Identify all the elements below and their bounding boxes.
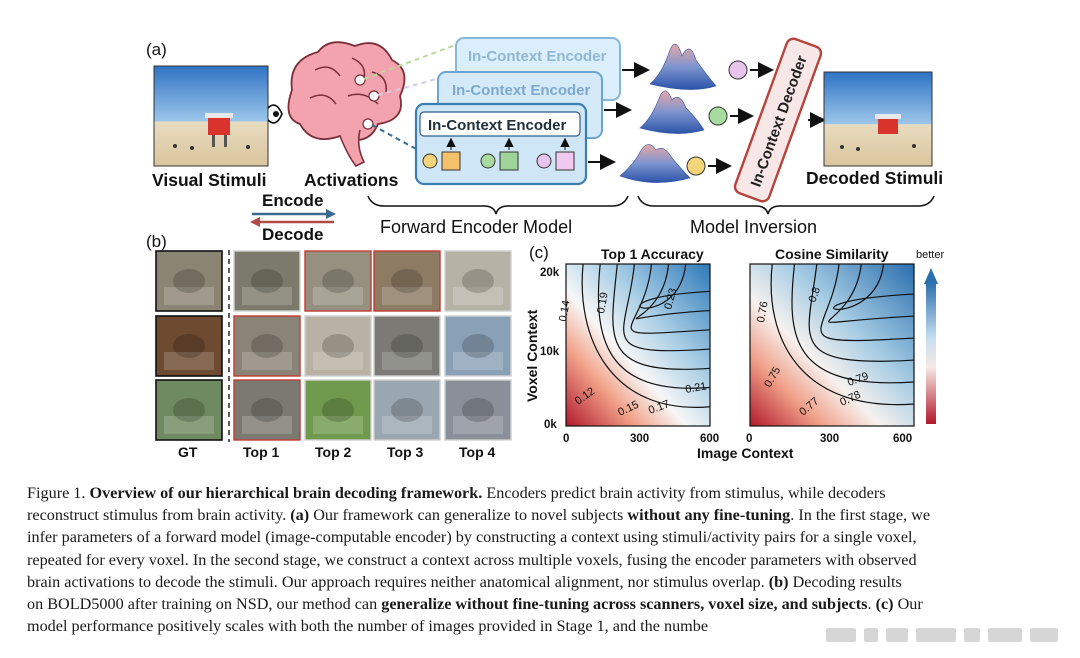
contour-line bbox=[623, 263, 711, 352]
x-tick-c2-600: 600 bbox=[893, 433, 912, 445]
activations-label: Activations bbox=[304, 170, 399, 190]
caption-line: reconstruct stimulus from brain activity… bbox=[27, 506, 931, 525]
activation-peak-2 bbox=[639, 90, 705, 134]
contour-line bbox=[808, 263, 915, 362]
retrieval-thumbnail bbox=[304, 379, 372, 441]
x-tick-c1-0: 0 bbox=[563, 433, 569, 445]
contour-label: 0.21 bbox=[684, 380, 707, 396]
col-label-top1: Top 1 bbox=[243, 444, 280, 460]
encoder-back-label: In-Context Encoder bbox=[468, 48, 607, 65]
contour-line bbox=[581, 263, 711, 408]
decoded-stimuli-label: Decoded Stimuli bbox=[806, 168, 943, 188]
retrieval-thumbnail bbox=[373, 379, 441, 441]
encode-label: Encode bbox=[262, 191, 323, 210]
retrieval-column-labels: GT Top 1 Top 2 Top 3 Top 4 bbox=[178, 444, 496, 460]
retrieval-grid bbox=[155, 250, 512, 441]
col-label-top3: Top 3 bbox=[387, 444, 424, 460]
x-tick-c1-600: 600 bbox=[700, 433, 719, 445]
contour-line bbox=[630, 263, 711, 334]
encoder-stack: In-Context Encoder In-Context Encoder In… bbox=[414, 37, 621, 186]
retrieval-thumbnail bbox=[233, 379, 301, 441]
retrieval-thumbnail bbox=[373, 315, 441, 377]
panel-b-label: (b) bbox=[146, 232, 167, 251]
panel-c-label: (c) bbox=[529, 243, 549, 262]
retrieval-thumbnail bbox=[444, 250, 512, 312]
y-tick-0k: 0k bbox=[544, 419, 557, 431]
contour-line bbox=[612, 263, 711, 370]
y-tick-10k: 10k bbox=[540, 346, 560, 358]
chart1-title: Top 1 Accuracy bbox=[601, 246, 704, 262]
forward-encoder-model-label: Forward Encoder Model bbox=[380, 217, 572, 237]
retrieval-thumbnail bbox=[373, 250, 441, 312]
col-label-top2: Top 2 bbox=[315, 444, 352, 460]
encoder-output-arrows bbox=[588, 62, 650, 170]
col-label-top4: Top 4 bbox=[459, 444, 496, 460]
x-tick-c2-300: 300 bbox=[820, 433, 839, 445]
retrieval-thumbnail bbox=[155, 379, 223, 441]
token-to-decoder-arrows bbox=[708, 62, 774, 174]
visual-stimuli-label: Visual Stimuli bbox=[152, 170, 266, 190]
caption-line: model performance positively scales with… bbox=[27, 617, 709, 636]
retrieval-thumbnail bbox=[304, 250, 372, 312]
decode-label: Decode bbox=[262, 225, 323, 244]
better-label: better bbox=[916, 249, 944, 261]
x-tick-c2-0: 0 bbox=[746, 433, 752, 445]
brain-icon bbox=[287, 41, 406, 168]
contour-label: 0.19 bbox=[595, 291, 611, 314]
voxel-token-1 bbox=[728, 60, 748, 80]
caption-line: repeated for every voxel. In the second … bbox=[27, 550, 917, 569]
decoded-stimulus-image bbox=[823, 71, 933, 167]
figure-1: (a) Visual Stimuli Activations Encode bbox=[146, 37, 944, 461]
chart2-title: Cosine Similarity bbox=[775, 246, 889, 262]
x-tick-c1-300: 300 bbox=[630, 433, 649, 445]
contour-label: 0.14 bbox=[557, 299, 573, 322]
contour-line bbox=[833, 263, 915, 311]
caption-line: infer parameters of a forward model (ima… bbox=[27, 528, 917, 547]
contour-label: 0.8 bbox=[807, 286, 824, 304]
retrieval-thumbnail bbox=[444, 315, 512, 377]
retrieval-thumbnail bbox=[155, 250, 223, 312]
visual-stimulus-image bbox=[153, 65, 269, 167]
retrieval-thumbnail bbox=[155, 315, 223, 377]
contour-line bbox=[770, 263, 915, 406]
retrieval-thumbnail bbox=[233, 250, 301, 312]
voxel-token-2 bbox=[708, 106, 728, 126]
retrieval-thumbnail bbox=[444, 379, 512, 441]
encode-arrow bbox=[252, 209, 336, 219]
caption-line: brain activations to decode the stimuli.… bbox=[27, 572, 902, 591]
activation-peak-3 bbox=[619, 144, 691, 183]
contour-line bbox=[597, 263, 711, 389]
model-inversion-label: Model Inversion bbox=[690, 217, 817, 237]
y-axis-label: Voxel Context bbox=[524, 309, 540, 402]
eye-icon bbox=[267, 104, 283, 124]
contour-line bbox=[791, 263, 915, 384]
decode-arrow bbox=[250, 217, 334, 227]
voxel-token-3 bbox=[686, 156, 706, 176]
caption-line: Figure 1. Overview of our hierarchical b… bbox=[27, 484, 886, 502]
stage-brackets bbox=[367, 195, 935, 215]
panel-a-label: (a) bbox=[146, 40, 167, 59]
x-ticks: 0 300 600 0 300 600 bbox=[563, 433, 912, 445]
caption-line: on BOLD5000 after training on NSD, our m… bbox=[27, 595, 923, 614]
retrieval-thumbnail bbox=[304, 315, 372, 377]
contour-label: 0.23 bbox=[662, 287, 679, 311]
contour-label: 0.76 bbox=[755, 300, 771, 323]
contour-line bbox=[635, 263, 711, 320]
figure-caption: Figure 1. Overview of our hierarchical b… bbox=[27, 482, 1061, 637]
x-axis-label: Image Context bbox=[697, 445, 794, 461]
retrieval-thumbnail bbox=[233, 315, 301, 377]
encoder-mid-label: In-Context Encoder bbox=[452, 82, 591, 99]
contour-line bbox=[827, 263, 915, 323]
watermark-overlay bbox=[812, 622, 1070, 648]
encoder-front-label: In-Context Encoder bbox=[428, 117, 567, 134]
contour-line bbox=[820, 263, 915, 342]
colorbar bbox=[924, 268, 938, 424]
col-label-gt: GT bbox=[178, 444, 198, 460]
activation-peak-1 bbox=[649, 43, 717, 90]
contour-line bbox=[639, 263, 711, 309]
y-tick-20k: 20k bbox=[540, 267, 560, 279]
brain-encoder-connectors bbox=[363, 43, 459, 151]
